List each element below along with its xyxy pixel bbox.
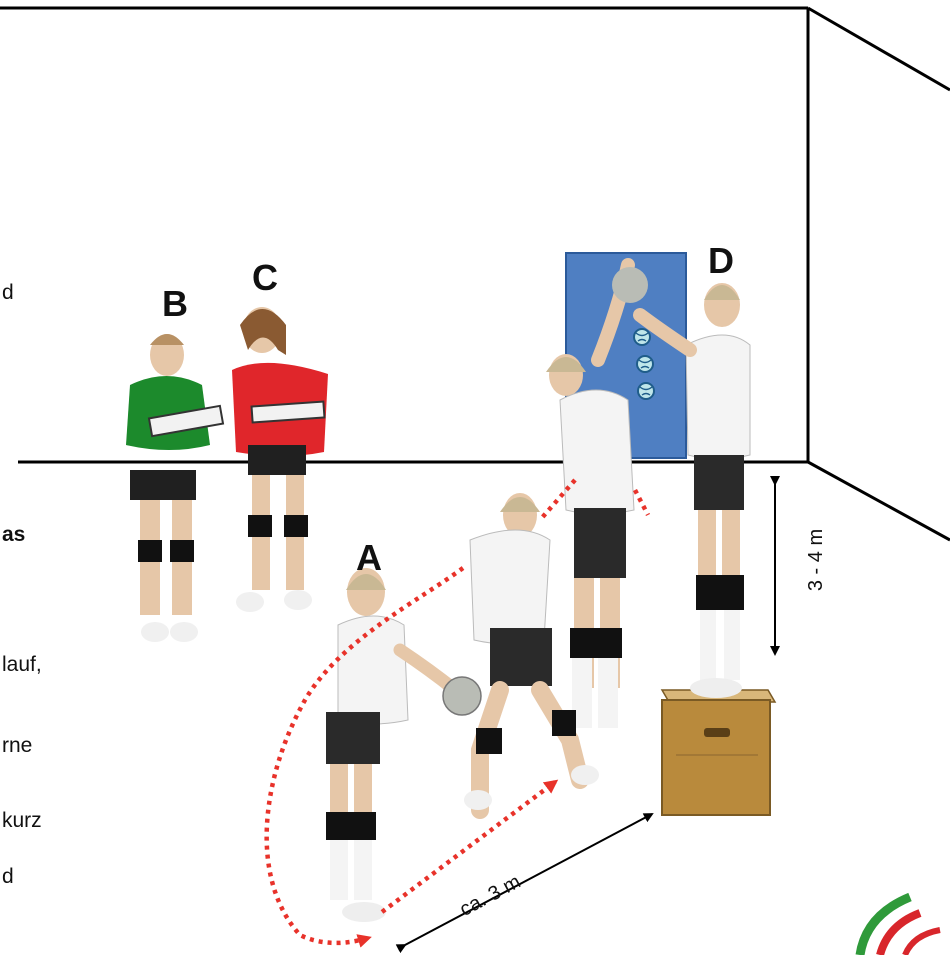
room-outline [0, 6, 950, 542]
right-floor-line [807, 460, 950, 542]
right-ceiling-line [807, 6, 950, 92]
label-a: A [356, 537, 382, 578]
logo-icon [855, 892, 941, 955]
person-b-figure [126, 334, 225, 642]
box-icon [660, 689, 777, 816]
label-d: D [708, 240, 734, 281]
ball-icon [633, 328, 651, 346]
text-fragment: rne [2, 734, 33, 757]
run-path-jump-right [633, 488, 650, 517]
height-measure-label: 3 - 4 m [805, 528, 827, 592]
text-fragment: d [2, 865, 14, 888]
text-fragment: kurz [2, 809, 42, 832]
person-c-figure [232, 307, 328, 612]
running-athlete-figure [464, 493, 599, 819]
distance-measure-arrow [395, 813, 654, 954]
athlete-a-figure [326, 568, 482, 922]
ball-icon [636, 355, 654, 373]
text-fragment: d [2, 281, 14, 304]
person-d-figure [633, 283, 751, 698]
label-b: B [162, 283, 188, 324]
label-c: C [252, 257, 278, 298]
jumping-athlete-figure [546, 258, 648, 728]
text-fragment: as [2, 523, 26, 546]
ball-icon [637, 382, 655, 400]
text-fragment: lauf, [2, 653, 42, 676]
